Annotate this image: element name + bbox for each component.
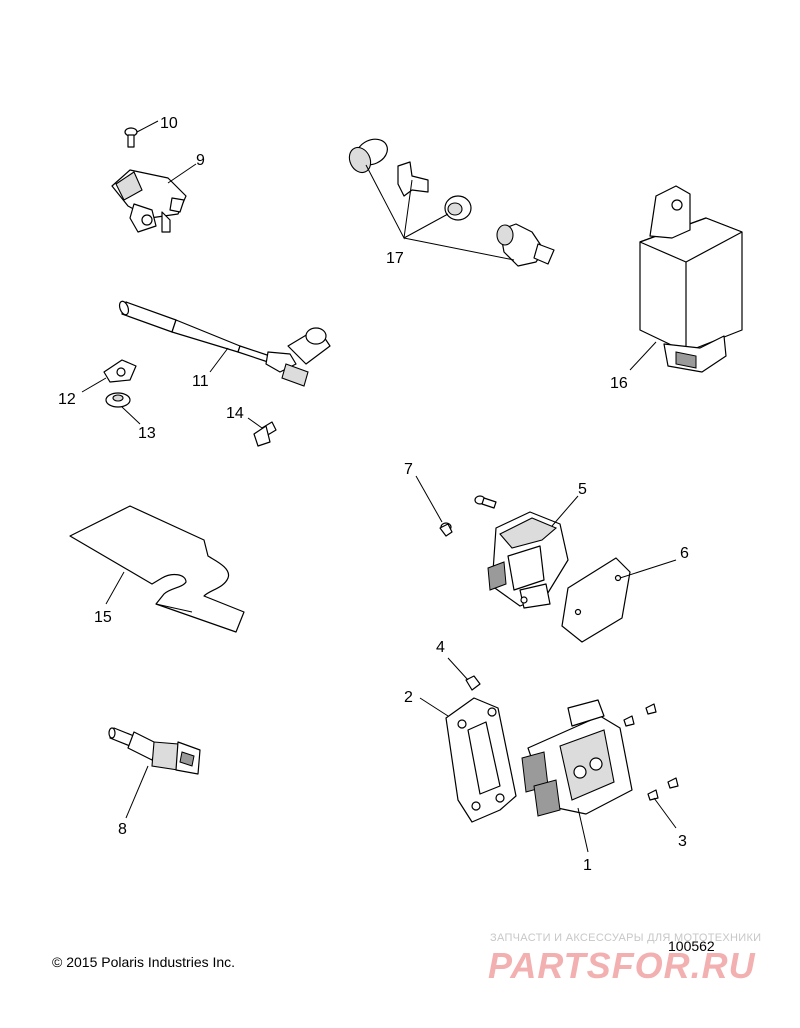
- callout-10: 10: [160, 115, 178, 132]
- part-9-map-sensor: [111, 169, 187, 233]
- part-13-grommet: [105, 392, 131, 408]
- callout-8: 8: [118, 821, 127, 838]
- callout-14: 14: [226, 405, 244, 422]
- part-4-nut: [465, 675, 481, 691]
- part-7-screw: [439, 522, 453, 537]
- callout-17: 17: [386, 250, 404, 267]
- part-2-mounting-bracket: [445, 697, 517, 823]
- watermark-tagline: ЗАПЧАСТИ И АКСЕССУАРЫ ДЛЯ МОТОТЕХНИКИ: [490, 932, 762, 944]
- callout-6: 6: [680, 545, 689, 562]
- part-10-bolt: [124, 127, 138, 148]
- callout-2: 2: [404, 689, 413, 706]
- part-17-switch-components: [348, 138, 555, 267]
- copyright-notice: © 2015 Polaris Industries Inc.: [52, 954, 236, 970]
- part-6-cover-plate: [561, 557, 631, 643]
- part-8-temperature-sensor: [108, 727, 201, 775]
- callout-3: 3: [678, 833, 687, 850]
- callout-13: 13: [138, 425, 156, 442]
- part-1-ecu-module: [521, 699, 633, 817]
- callout-1: 1: [583, 857, 592, 874]
- part-11-position-sensor: [118, 300, 331, 387]
- callout-5: 5: [578, 481, 587, 498]
- callout-15: 15: [94, 609, 112, 626]
- part-15-shield-sheet: [69, 505, 245, 633]
- part-3-screws: [623, 703, 679, 801]
- callout-7: 7: [404, 461, 413, 478]
- callout-16: 16: [610, 375, 628, 392]
- drawing-number: 100562: [668, 938, 715, 954]
- callout-4: 4: [436, 639, 445, 656]
- part-5-ecu-housing: [487, 511, 569, 609]
- watermark-logo: PARTSFOR.RU: [488, 945, 756, 986]
- part-16-relay-module: [639, 185, 743, 373]
- callout-9: 9: [196, 152, 205, 169]
- part-14-bolt: [253, 421, 277, 447]
- callout-12: 12: [58, 391, 76, 408]
- part-5-mounting-screw: [474, 495, 497, 509]
- callout-11: 11: [192, 373, 209, 390]
- part-12-clip: [103, 359, 137, 383]
